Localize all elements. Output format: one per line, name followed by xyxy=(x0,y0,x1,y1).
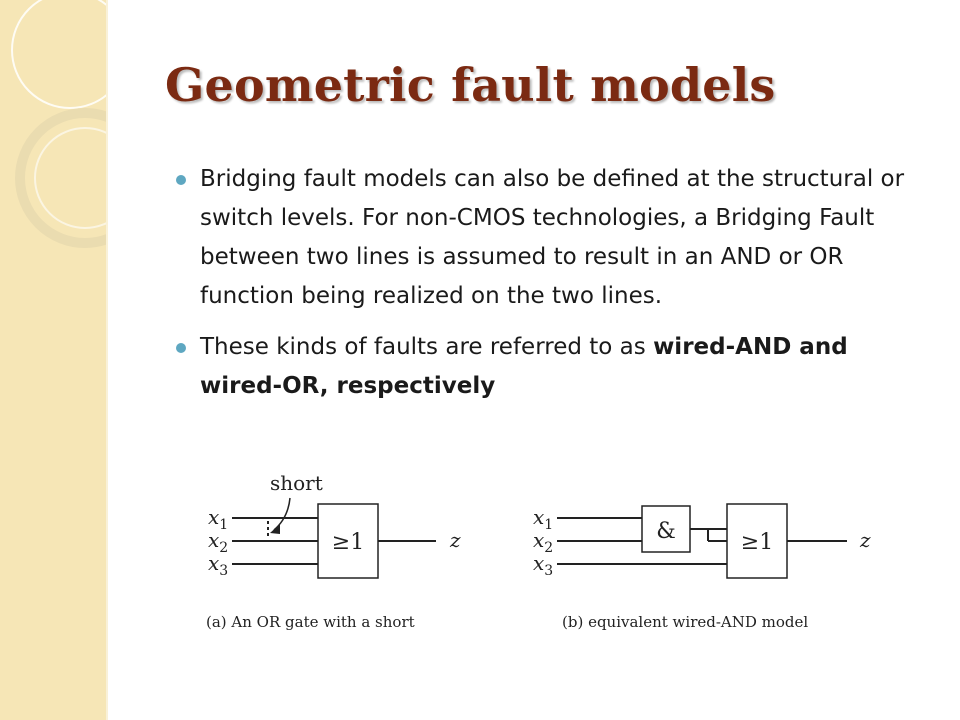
short-label: short xyxy=(270,471,323,495)
caption-a: (a) An OR gate with a short xyxy=(206,613,415,631)
bullet-item: These kinds of faults are referred to as… xyxy=(176,328,916,406)
and-gate-label: & xyxy=(656,519,676,544)
and-gate-box xyxy=(641,505,691,553)
output-label: z xyxy=(449,528,461,552)
bullet-text: Bridging fault models can also be define… xyxy=(200,166,905,309)
bullet-text: These kinds of faults are referred to as xyxy=(200,334,654,360)
input-label-x1: x1 xyxy=(208,505,228,533)
input-label-x2: x2 xyxy=(208,528,228,556)
input-label-x3: x3 xyxy=(533,551,553,579)
circuit-diagram: short x1 x2 x3 ≥1 z (a) An OR gate with … xyxy=(206,471,871,631)
short-arrowhead-icon xyxy=(270,524,280,534)
short-pointer-arrow xyxy=(273,497,291,531)
or-gate-label: ≥1 xyxy=(741,530,773,555)
input-label-x2: x2 xyxy=(533,528,553,556)
bullet-list: Bridging fault models can also be define… xyxy=(176,160,916,418)
bullet-icon xyxy=(176,175,186,185)
bullet-bold-text: wired-AND and wired-OR, respectively xyxy=(200,334,848,399)
panel-b: x1 x2 x3 & ≥1 z (b) equivalent wired-AND… xyxy=(533,503,871,631)
slide-title: Geometric fault models xyxy=(165,58,776,112)
input-label-x3: x3 xyxy=(208,551,228,579)
bullet-item: Bridging fault models can also be define… xyxy=(176,160,916,316)
decorative-sidebar xyxy=(0,0,108,720)
or-gate-box xyxy=(726,503,788,579)
output-label: z xyxy=(859,528,871,552)
input-label-x1: x1 xyxy=(533,505,553,533)
circuit-figure: short x1 x2 x3 ≥1 z (a) An OR gate with … xyxy=(200,466,890,641)
caption-b: (b) equivalent wired-AND model xyxy=(562,613,808,631)
sidebar-circles-decoration xyxy=(11,0,106,248)
bullet-icon xyxy=(176,343,186,353)
panel-a: short x1 x2 x3 ≥1 z (a) An OR gate with … xyxy=(206,471,461,631)
or-gate-label: ≥1 xyxy=(332,530,364,555)
